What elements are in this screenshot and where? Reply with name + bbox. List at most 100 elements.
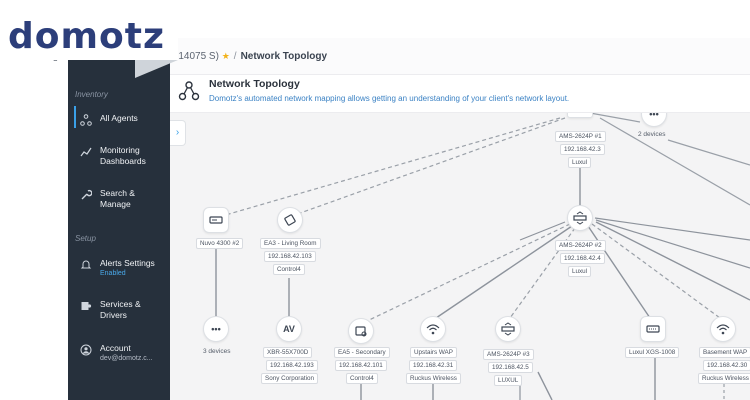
- logo-fold-decoration: [135, 60, 178, 78]
- link-sw2-left: [519, 221, 566, 241]
- link-sw2-wap: [435, 225, 573, 319]
- more-icon: •••: [211, 324, 221, 334]
- ea3-ip: 192.168.42.103: [264, 251, 316, 262]
- tv-ip: 192.168.42.193: [266, 360, 318, 371]
- link-sw2-right2: [595, 219, 750, 269]
- sidebar-item-label-line1: Monitoring: [100, 145, 140, 155]
- controller-icon[interactable]: [277, 207, 303, 233]
- ea5-ip: 192.168.42.101: [335, 360, 387, 371]
- ea3-vendor: Control4: [273, 264, 305, 275]
- page-header: [170, 75, 750, 113]
- ea5-vendor: Control4: [346, 373, 378, 384]
- upstairs-wap-ip: 192.168.42.31: [409, 360, 458, 371]
- alerts-status: Enabled: [100, 270, 126, 277]
- link-top-right: [599, 117, 750, 206]
- ea3-name: EA3 - Living Room: [260, 238, 321, 249]
- switch-icon[interactable]: [640, 316, 666, 342]
- link-top-ea3: [291, 117, 566, 217]
- devices-count-label: 2 devices: [638, 131, 666, 138]
- av-device-icon[interactable]: AV: [276, 316, 302, 342]
- tv-name: XBR-55X700D: [263, 347, 313, 358]
- switch1-vendor: Luxul: [568, 157, 592, 168]
- link-sw2-sw3: [509, 227, 576, 319]
- link-sw2-right: [595, 221, 750, 301]
- upstairs-wap-name: Upstairs WAP: [410, 347, 457, 358]
- account-email: dev@domotz.c...: [100, 355, 153, 362]
- switch2-ip: 192.168.42.4: [560, 253, 605, 264]
- sidebar-active-indicator: [74, 106, 76, 128]
- basement-wap-name: Basement WAP: [699, 347, 750, 358]
- top-bar: [170, 38, 750, 75]
- controller-icon[interactable]: [348, 318, 374, 344]
- sidebar-item-label-line2: Dashboards: [100, 156, 146, 166]
- sidebar-item-label-line1: Search &: [100, 188, 135, 198]
- sidebar-item-label: Search &Manage: [100, 188, 135, 210]
- link-top-devices: [589, 112, 641, 123]
- sidebar-item-account[interactable]: Account dev@domotz.c...: [68, 343, 170, 363]
- link-devices-right: [667, 139, 750, 166]
- switch-icon[interactable]: [495, 316, 521, 342]
- star-icon[interactable]: ★: [221, 51, 230, 61]
- upstairs-wap-vendor: Ruckus Wireless: [406, 373, 461, 384]
- basement-wap-vendor: Ruckus Wireless: [698, 373, 750, 384]
- more-icon: •••: [649, 109, 659, 119]
- logo-panel: domotz: [0, 10, 178, 60]
- basement-wap-ip: 192.168.42.30: [703, 360, 750, 371]
- wifi-icon[interactable]: [710, 316, 736, 342]
- sidebar-section-inventory: Inventory: [75, 90, 108, 99]
- sidebar-item-label: All Agents: [100, 113, 138, 123]
- devices-group-icon[interactable]: •••: [203, 316, 229, 342]
- puzzle-icon: [81, 302, 92, 310]
- sidebar-item-all-agents[interactable]: All Agents: [68, 113, 170, 126]
- switch3-vendor: LUXUL: [494, 375, 523, 386]
- nuvo-name: Nuvo 4300 #2: [196, 238, 244, 249]
- chart-icon: [80, 147, 92, 157]
- amplifier-icon[interactable]: [203, 207, 229, 233]
- tv-vendor: Sony Corporation: [261, 373, 319, 384]
- network-icon: [80, 114, 92, 126]
- link-sw2-ea5: [364, 223, 571, 323]
- link-sw3-down: [537, 371, 553, 400]
- breadcrumb-current: Network Topology: [240, 51, 328, 62]
- sidebar-item-label: Account dev@domotz.c...: [100, 343, 153, 363]
- ea5-name: EA5 - Secondary: [334, 347, 390, 358]
- switch-icon[interactable]: [567, 205, 593, 231]
- wifi-icon[interactable]: [420, 316, 446, 342]
- page-title: Network Topology: [209, 78, 300, 90]
- bell-icon: [80, 260, 92, 269]
- breadcrumb-separator: /: [233, 51, 237, 62]
- sidebar-item-label: Services &Drivers: [100, 299, 141, 321]
- switch3-name: AMS-2624P #3: [483, 349, 534, 360]
- sidebar-item-label-line2: Manage: [100, 199, 131, 209]
- expand-sidebar-button[interactable]: ›: [170, 120, 186, 146]
- switch3-ip: 192.168.42.5: [488, 362, 533, 373]
- switch1-name: AMS-2624P #1: [555, 131, 606, 142]
- sidebar-item-label-line1: Services &: [100, 299, 141, 309]
- link-sw2-basement: [591, 223, 721, 319]
- switch1-ip: 192.168.42.3: [560, 144, 605, 155]
- link-sw2-right3: [594, 217, 750, 241]
- sidebar-item-label-line1: Alerts Settings: [100, 258, 155, 268]
- sidebar-item-label-line2: Drivers: [100, 310, 127, 320]
- switch2-name: AMS-2624P #2: [555, 240, 606, 251]
- sidebar-item-services-drivers[interactable]: Services &Drivers: [68, 299, 170, 321]
- domotz-logo: domotz: [8, 16, 165, 57]
- sidebar-item-label-line1: Account: [100, 343, 131, 353]
- user-icon: [80, 344, 92, 356]
- topology-icon: [178, 81, 200, 101]
- sidebar-section-setup: Setup: [75, 234, 96, 243]
- page-subtitle: Domotz's automated network mapping allow…: [209, 94, 570, 103]
- link-top-nuvo: [221, 117, 561, 217]
- sidebar-item-search-manage[interactable]: Search &Manage: [68, 188, 170, 210]
- av-badge: AV: [283, 324, 295, 334]
- switch2-vendor: Luxul: [568, 266, 592, 277]
- luxul-xgs-name: Luxul XGS-1008: [625, 347, 680, 358]
- wrench-icon: [81, 189, 92, 200]
